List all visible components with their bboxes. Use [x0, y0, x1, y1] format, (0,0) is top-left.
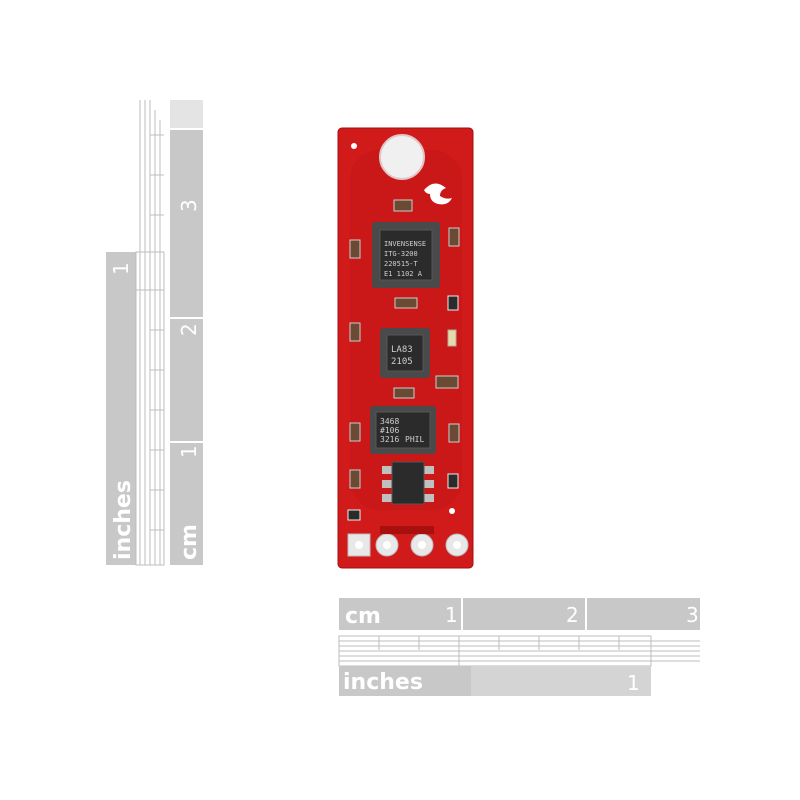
- pad-hole: [383, 541, 391, 549]
- cm-strip-seg: [463, 598, 585, 630]
- inches-strip-light: [471, 666, 651, 696]
- pad-hole: [453, 541, 461, 549]
- vertical-ruler: inches cm 1 1 2 3: [106, 100, 203, 566]
- sensor-board: INVENSENSE ITG-3200 220515-T E1 1102 A L…: [337, 127, 474, 569]
- pin: [422, 466, 434, 474]
- pin: [382, 466, 392, 474]
- pin: [422, 480, 434, 488]
- via: [351, 143, 357, 149]
- chip-body: [386, 334, 424, 372]
- via: [449, 508, 455, 514]
- capacitor: [448, 227, 460, 247]
- cm-strip-seg: [170, 443, 203, 565]
- capacitor: [349, 422, 361, 442]
- chip-text: 3468: [380, 417, 399, 426]
- cm-strip-seg: [587, 598, 700, 630]
- cm-number: 3: [177, 199, 201, 212]
- magnetometer-chip: LA83 2105: [380, 328, 430, 378]
- accelerometer-chip: 3468 #106 3216 PHIL: [370, 406, 436, 454]
- cm-strip-seg: [170, 130, 203, 195]
- cm-label: cm: [177, 524, 202, 560]
- cm-strip-seg: [170, 195, 203, 317]
- led: [447, 329, 457, 347]
- capacitor: [349, 322, 361, 342]
- inches-ticks: [136, 100, 164, 565]
- cm-strip-seg: [339, 598, 461, 630]
- resistor: [347, 509, 361, 521]
- cm-strip-top: [170, 100, 203, 128]
- inches-strip-dark: [339, 666, 471, 696]
- capacitor: [435, 375, 459, 389]
- chip-body: [375, 411, 431, 449]
- header-pads: [347, 526, 469, 557]
- chip-text: 3216: [380, 435, 399, 444]
- capacitor: [393, 387, 415, 399]
- chip-text: PHIL: [405, 435, 424, 444]
- chip-text: 220515-T: [384, 260, 419, 268]
- gyro-chip: INVENSENSE ITG-3200 220515-T E1 1102 A: [372, 222, 440, 288]
- pad-hole: [418, 541, 426, 549]
- pin: [422, 494, 434, 502]
- inch-number: 1: [109, 262, 133, 275]
- chip-text: E1 1102 A: [384, 270, 423, 278]
- capacitor: [349, 469, 361, 489]
- logo-icon: [424, 183, 452, 205]
- mounting-hole: [379, 134, 425, 180]
- chip-text: ITG-3200: [384, 250, 418, 258]
- cm-number: 1: [177, 445, 201, 458]
- inches-label: inches: [111, 480, 136, 560]
- cm-number-h: 1: [445, 603, 458, 627]
- capacitor: [349, 239, 361, 259]
- cm-strip-seg: [170, 319, 203, 441]
- chip-body: [391, 461, 425, 505]
- cm-number-h: 2: [566, 603, 579, 627]
- cm-number: 2: [177, 323, 201, 336]
- chip-text: #106: [380, 426, 399, 435]
- pin: [382, 494, 392, 502]
- inch-number-h: 1: [627, 671, 640, 695]
- cm-label-h: cm: [345, 604, 381, 629]
- smd-components: [347, 199, 460, 521]
- inches-ticks-h: [339, 636, 700, 666]
- capacitor: [394, 297, 418, 309]
- cm-number-h: 3: [686, 603, 699, 627]
- regulator-chip: [382, 461, 434, 505]
- silkscreen-strip: [380, 526, 434, 534]
- inches-label-h: inches: [343, 670, 423, 695]
- pin: [382, 480, 392, 488]
- capacitor: [393, 199, 413, 212]
- chip-text: 2105: [391, 357, 413, 367]
- horizontal-ruler: cm inches 1 2 3 1: [338, 598, 700, 696]
- inches-strip: [106, 252, 136, 565]
- chip-text: INVENSENSE: [384, 240, 426, 248]
- capacitor: [448, 423, 460, 443]
- resistor: [447, 473, 459, 489]
- resistor: [447, 295, 459, 311]
- chip-text: LA83: [391, 345, 413, 355]
- chip-body: [379, 229, 433, 281]
- pad-hole: [355, 541, 363, 549]
